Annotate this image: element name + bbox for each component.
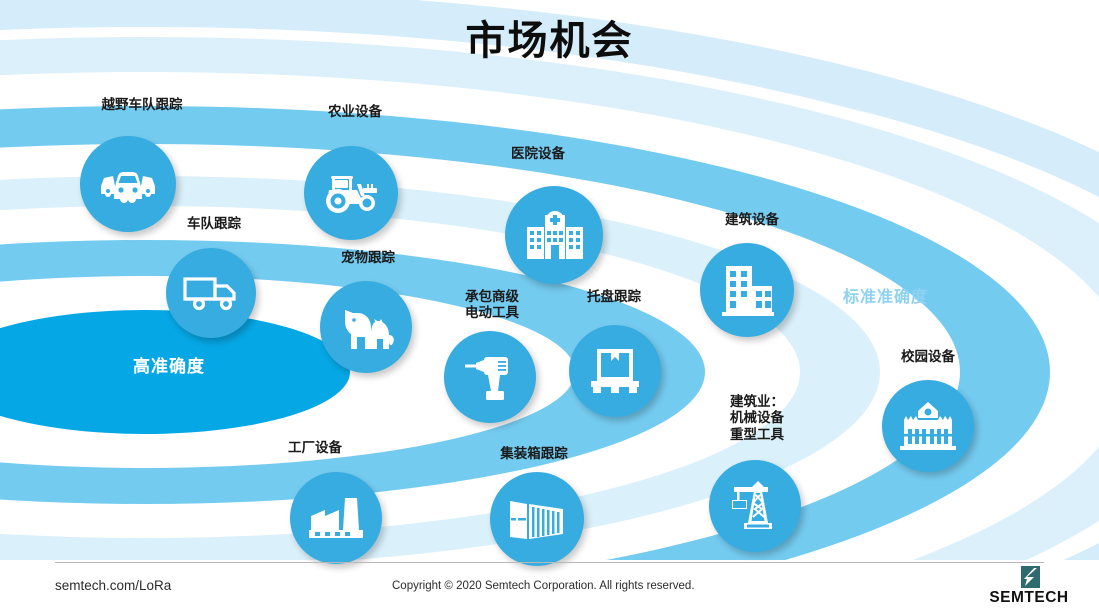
bubble-hospital-equipment[interactable] xyxy=(505,186,603,284)
node-label-construction-machinery-heavy-tools: 建筑业： 机械设备 重型工具 xyxy=(730,394,784,443)
node-label-pallet-tracking: 托盘跟踪 xyxy=(587,289,641,305)
footer-url[interactable]: semtech.com/LoRa xyxy=(55,578,172,593)
zone-label-standard-accuracy: 标准准确度 xyxy=(843,287,929,306)
bubble-construction-machinery-heavy-tools[interactable] xyxy=(709,460,801,552)
bubble-offroad-fleet-tracking[interactable] xyxy=(80,136,176,232)
bubble-contractor-power-tools[interactable] xyxy=(444,331,536,423)
dog-cat-icon xyxy=(345,310,394,349)
office-building-icon xyxy=(722,266,774,316)
page-title: 市场机会 xyxy=(465,18,634,64)
pallet-icon xyxy=(591,349,639,393)
crane-icon xyxy=(732,481,772,529)
bubble-container-tracking[interactable] xyxy=(490,472,584,566)
node-label-campus-equipment: 校园设备 xyxy=(901,349,955,365)
bubble-campus-equipment[interactable] xyxy=(882,380,974,472)
bubble-agricultural-equipment[interactable] xyxy=(304,146,398,240)
node-label-pet-tracking: 宠物跟踪 xyxy=(341,250,395,266)
node-label-contractor-power-tools: 承包商级 电动工具 xyxy=(465,289,519,322)
semtech-logo: SEMTECH xyxy=(977,566,1081,606)
tractor-icon xyxy=(326,176,377,213)
cars-icon xyxy=(101,172,155,203)
semtech-logo-text: SEMTECH xyxy=(989,589,1069,606)
power-drill-icon xyxy=(465,357,508,400)
factory-icon xyxy=(309,498,363,538)
high-accuracy-ellipse xyxy=(0,310,350,434)
ripple-sweep-right xyxy=(0,0,1099,560)
node-label-factory-equipment: 工厂设备 xyxy=(288,440,342,456)
bubble-pallet-tracking[interactable] xyxy=(569,325,661,417)
bubble-pet-tracking[interactable] xyxy=(320,281,412,373)
node-label-hospital-equipment: 医院设备 xyxy=(511,146,565,162)
bubble-fleet-tracking[interactable] xyxy=(166,248,256,338)
node-label-agricultural-equipment: 农业设备 xyxy=(328,104,382,120)
footer-divider xyxy=(55,562,1044,563)
node-label-fleet-tracking: 车队跟踪 xyxy=(187,216,241,232)
node-label-offroad-fleet-tracking: 越野车队跟踪 xyxy=(101,97,183,113)
campus-building-icon xyxy=(900,402,956,450)
bubble-factory-equipment[interactable] xyxy=(290,472,382,564)
hospital-icon xyxy=(527,211,583,259)
truck-icon xyxy=(183,277,236,311)
semtech-logo-mark-icon xyxy=(1021,566,1040,588)
zone-label-high-accuracy: 高准确度 xyxy=(133,357,205,377)
node-label-construction-equipment: 建筑设备 xyxy=(725,212,779,228)
shipping-container-icon xyxy=(510,501,563,539)
node-label-container-tracking: 集装箱跟踪 xyxy=(500,446,568,462)
footer-copyright: Copyright © 2020 Semtech Corporation. Al… xyxy=(392,580,695,592)
bubble-construction-equipment[interactable] xyxy=(700,243,794,337)
